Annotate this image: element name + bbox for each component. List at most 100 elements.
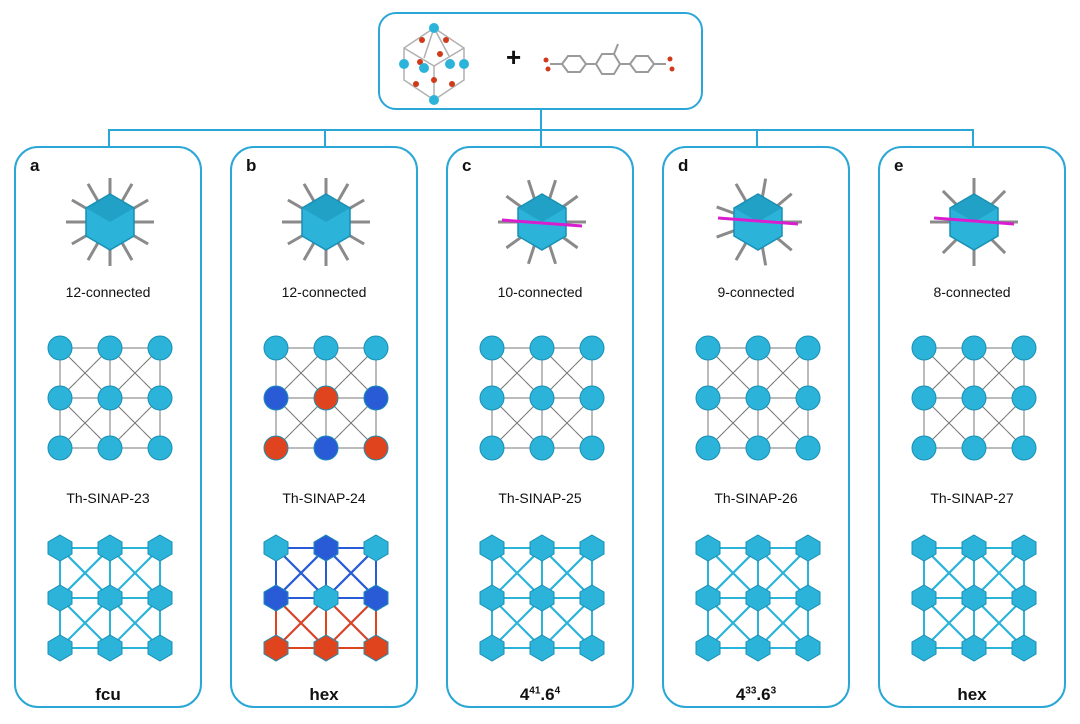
cuboctahedron-12c-icon xyxy=(66,178,154,266)
net-node xyxy=(363,584,389,612)
net-node xyxy=(97,634,123,662)
net-node xyxy=(47,534,73,562)
panel-letter: e xyxy=(894,156,904,175)
panel-e: e 8-connected Th-SINAP-27 hex xyxy=(878,146,1066,708)
net-node xyxy=(479,634,505,662)
net-node xyxy=(363,534,389,562)
net-node xyxy=(313,534,339,562)
cluster-node xyxy=(911,385,937,411)
net-9c-icon xyxy=(695,534,821,662)
connectivity-label: 10-connected xyxy=(497,284,583,300)
interpenetrated-mof-structure-icon xyxy=(263,335,389,461)
panel-letter: d xyxy=(678,156,689,175)
net-node xyxy=(1011,584,1037,612)
net-node xyxy=(1011,534,1037,562)
topology-part: .6 xyxy=(756,685,771,704)
cluster-node xyxy=(363,335,389,361)
topology-label: fcu xyxy=(95,685,121,704)
mof-structure-icon xyxy=(911,335,1037,461)
cluster-node xyxy=(695,435,721,461)
cluster-node xyxy=(745,435,771,461)
net-node xyxy=(745,634,771,662)
cluster-node xyxy=(745,335,771,361)
interpenetrated-hex-net-icon xyxy=(263,534,389,662)
cluster-node xyxy=(97,335,123,361)
compound-label: Th-SINAP-23 xyxy=(66,490,150,506)
topology-label-container: fcu xyxy=(16,685,200,705)
connector-vertical xyxy=(540,110,542,130)
compound-label: Th-SINAP-25 xyxy=(498,490,582,506)
cluster-node xyxy=(961,435,987,461)
connectivity-label: 12-connected xyxy=(281,284,367,300)
hexagonal-prism-12c-icon xyxy=(282,178,370,266)
connector-b xyxy=(324,129,326,147)
cluster-node xyxy=(529,335,555,361)
net-node xyxy=(695,634,721,662)
net-node xyxy=(47,584,73,612)
topology-exponent: 4 xyxy=(554,685,561,697)
net-node xyxy=(795,634,821,662)
cluster-node xyxy=(529,385,555,411)
mof-structure-icon xyxy=(47,335,173,461)
cluster-node xyxy=(147,435,173,461)
net-node xyxy=(745,534,771,562)
cluster-node xyxy=(911,335,937,361)
net-node xyxy=(961,534,987,562)
cluster-node xyxy=(313,385,339,411)
cluster-node xyxy=(795,435,821,461)
topology-exponent: 3 xyxy=(770,685,777,697)
cluster-node xyxy=(47,335,73,361)
connectivity-label: 8-connected xyxy=(933,284,1011,300)
net-node xyxy=(263,534,289,562)
th6-cluster-icon xyxy=(399,23,469,105)
net-node xyxy=(147,584,173,612)
cluster-node xyxy=(363,385,389,411)
cluster-node xyxy=(147,385,173,411)
cluster-node xyxy=(579,435,605,461)
panel-d: d 9-connected Th-SINAP-26 433.63 xyxy=(662,146,850,708)
panel-letter: c xyxy=(462,156,472,175)
cluster-node xyxy=(745,385,771,411)
cluster-node xyxy=(795,335,821,361)
topology-label-container: 433.63 xyxy=(664,685,848,705)
net-node xyxy=(263,584,289,612)
topology-label: hex xyxy=(957,685,987,704)
prism-10c-icon xyxy=(498,179,586,265)
compound-label: Th-SINAP-24 xyxy=(282,490,366,506)
net-node xyxy=(529,534,555,562)
topology-label-container: hex xyxy=(880,685,1064,705)
fcu-net-icon xyxy=(47,534,173,662)
mof-structure-icon xyxy=(479,335,605,461)
topology-part: 4 xyxy=(735,685,746,704)
cluster-node xyxy=(695,385,721,411)
layered-mof-structure-icon xyxy=(695,335,821,461)
cluster-node xyxy=(97,435,123,461)
net-node xyxy=(695,584,721,612)
hex-net-icon xyxy=(911,534,1037,662)
panel-a: a 12-connected Th-SINAP-23 fcu xyxy=(14,146,202,708)
cluster-node xyxy=(695,335,721,361)
topology-part: 4 xyxy=(519,685,530,704)
panel-c: c 10-connected Th-SINAP-25 441.64 xyxy=(446,146,634,708)
cluster-node xyxy=(579,385,605,411)
net-node xyxy=(363,634,389,662)
cluster-node xyxy=(47,385,73,411)
cluster-node xyxy=(479,335,505,361)
net-node xyxy=(961,634,987,662)
connectivity-label: 12-connected xyxy=(65,284,151,300)
net-node xyxy=(147,634,173,662)
net-node xyxy=(745,584,771,612)
cluster-node xyxy=(147,335,173,361)
net-node xyxy=(313,584,339,612)
net-node xyxy=(911,534,937,562)
hexagonal-8c-icon xyxy=(930,178,1018,266)
net-node xyxy=(147,534,173,562)
net-node xyxy=(579,534,605,562)
net-node xyxy=(579,584,605,612)
cluster-node xyxy=(1011,335,1037,361)
topology-label: hex xyxy=(309,685,339,704)
cluster-node xyxy=(263,435,289,461)
net-node xyxy=(479,584,505,612)
net-node xyxy=(579,634,605,662)
connector-e xyxy=(972,129,974,147)
